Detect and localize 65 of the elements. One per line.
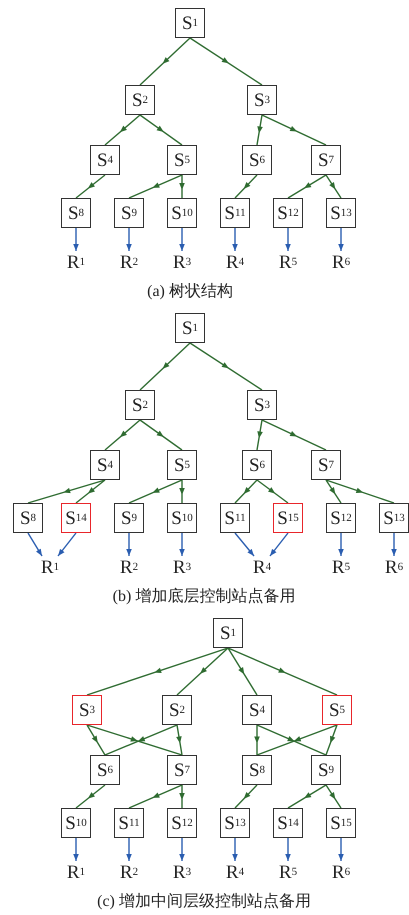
arrow <box>86 724 182 756</box>
arrow <box>190 37 262 86</box>
arrow <box>126 533 132 556</box>
arrow <box>391 533 397 556</box>
arrow <box>325 724 338 756</box>
arrow <box>256 420 263 450</box>
arrow <box>86 724 106 756</box>
arrow <box>338 838 344 861</box>
arrow <box>28 479 106 504</box>
arrow <box>325 174 342 198</box>
arrow <box>179 480 185 503</box>
arrow <box>176 647 228 696</box>
arrow <box>190 342 262 391</box>
arrow <box>179 838 185 861</box>
arrow <box>262 114 326 146</box>
arrow <box>73 228 79 251</box>
arrow <box>104 419 140 451</box>
arrow <box>234 480 258 504</box>
arrow <box>176 724 183 756</box>
panel-caption: (b) 增加底层控制站点备用 <box>112 586 296 607</box>
arrow <box>288 784 326 809</box>
arrow <box>126 228 132 251</box>
panel-caption: (c) 增加中间层级控制站点备用 <box>97 892 311 912</box>
arrow <box>104 114 140 146</box>
arrow <box>128 174 182 199</box>
arrow <box>228 647 338 696</box>
arrow <box>73 838 79 861</box>
arrow <box>140 114 182 146</box>
arrow <box>140 342 190 391</box>
arrow <box>326 479 394 504</box>
arrow <box>338 533 344 556</box>
arrow <box>140 419 182 451</box>
arrow <box>256 479 288 504</box>
arrow <box>285 228 291 251</box>
arrow <box>140 37 190 86</box>
arrow <box>104 724 178 756</box>
arrow <box>234 784 258 808</box>
arrow <box>256 114 263 146</box>
arrow <box>325 784 342 808</box>
arrow <box>325 480 342 504</box>
arrow <box>234 174 258 198</box>
arrow <box>179 533 185 556</box>
arrow <box>57 532 77 556</box>
arrow <box>227 648 258 696</box>
arrow <box>126 838 132 861</box>
arrow <box>234 532 255 556</box>
arrow <box>128 479 182 504</box>
arrow <box>288 174 326 199</box>
arrow <box>285 838 291 861</box>
arrow <box>76 174 106 199</box>
arrow <box>232 838 238 861</box>
arrow <box>76 479 106 504</box>
arrow <box>179 175 185 198</box>
arrow <box>76 784 106 809</box>
arrow <box>269 532 289 556</box>
arrow <box>232 228 238 251</box>
arrow <box>86 647 228 696</box>
panel-caption: (a) 树状结构 <box>147 282 233 302</box>
arrow <box>338 228 344 251</box>
arrow <box>254 725 260 755</box>
arrow <box>262 419 326 451</box>
arrow <box>179 228 185 251</box>
arrow <box>179 785 185 808</box>
arrow <box>128 784 182 809</box>
arrow <box>27 532 43 556</box>
